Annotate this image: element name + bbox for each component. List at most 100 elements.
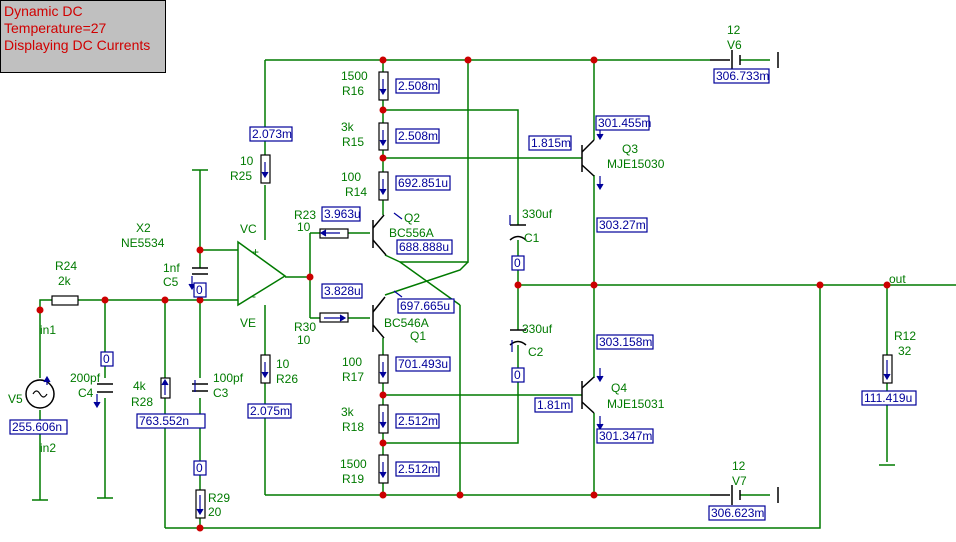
value-c2: 330uf	[522, 322, 553, 336]
label-c2: C2	[528, 345, 544, 359]
readout-value-r14: 692.851u	[398, 176, 448, 190]
readout-c2: 0	[511, 367, 525, 383]
readout-q3b: 1.815m	[528, 135, 572, 151]
readout-r15: 2.508m	[395, 128, 440, 144]
value-v6: 12	[727, 23, 741, 37]
voltage-sources[interactable]	[25, 50, 741, 505]
label-v7: V7	[732, 474, 747, 488]
readout-value-r19: 2.512m	[398, 462, 438, 476]
readout-q1: 697.665u	[397, 298, 455, 314]
status-temperature: Temperature=27	[4, 20, 107, 36]
readout-v5: 255.606n	[9, 419, 68, 435]
value-v7: 12	[732, 459, 746, 473]
junction-dots	[36, 56, 891, 532]
readout-r18: 2.512m	[395, 413, 440, 429]
value-c3: 100pf	[213, 371, 244, 385]
transistors[interactable]	[372, 139, 595, 414]
capacitor-c5	[192, 267, 208, 275]
readout-value-q3e: 303.27m	[599, 218, 646, 232]
readout-r16: 2.508m	[395, 78, 440, 94]
value-r24: 2k	[58, 274, 72, 288]
readout-q3e: 303.27m	[596, 217, 648, 233]
analysis-status-box: Dynamic DC Temperature=27 Displaying DC …	[0, 0, 166, 73]
value-q3: MJE15030	[607, 157, 665, 171]
readout-r23: 3.963u	[321, 206, 361, 222]
readout-r17: 701.493u	[395, 356, 451, 372]
label-out-node: out	[889, 272, 906, 286]
label-r28: R28	[131, 395, 153, 409]
label-q3: Q3	[622, 142, 638, 156]
value-x2: NE5534	[121, 236, 165, 250]
readout-value-r28: 763.552n	[139, 414, 189, 428]
label-v5: V5	[8, 392, 23, 406]
readout-value-c1: 0	[514, 256, 521, 270]
readout-r30: 3.828u	[321, 283, 363, 299]
value-q1: BC546A	[384, 316, 429, 330]
label-r24: R24	[55, 259, 77, 273]
label-r15: R15	[342, 135, 364, 149]
readout-c1: 0	[511, 255, 525, 271]
capacitor-c2	[509, 329, 527, 346]
readout-value-r25: 2.073m	[252, 127, 292, 141]
label-r17: R17	[342, 370, 364, 384]
status-mode: Dynamic DC	[4, 3, 83, 19]
value-r19: 1500	[340, 457, 367, 471]
readout-value-r16: 2.508m	[398, 79, 438, 93]
readout-q3c: 301.455m	[595, 115, 651, 131]
opamp-x2[interactable]: + -	[237, 240, 287, 307]
value-r30: 10	[297, 333, 311, 347]
label-vc: VC	[240, 222, 257, 236]
readout-r12: 111.419u	[861, 390, 917, 406]
readout-value-q3b: 1.815m	[531, 136, 571, 150]
readout-value-r30: 3.828u	[324, 284, 361, 298]
value-c1: 330uf	[522, 207, 553, 221]
label-r12: R12	[894, 329, 916, 343]
value-c5: 1nf	[163, 261, 180, 275]
readout-c5: 0	[193, 282, 207, 298]
label-c3: C3	[213, 386, 229, 400]
capacitor-c1	[509, 224, 527, 241]
value-r29: 20	[208, 505, 222, 519]
resistors[interactable]	[51, 71, 893, 519]
readout-value-q4b: 1.81m	[537, 398, 570, 412]
label-r14: R14	[345, 185, 367, 199]
readout-v6: 306.733m	[713, 68, 770, 84]
label-in2: in2	[40, 441, 56, 455]
readout-q4b: 1.81m	[534, 397, 573, 413]
value-c4: 200pf	[70, 371, 101, 385]
readout-r19: 2.512m	[395, 461, 440, 477]
readout-r14: 692.851u	[395, 175, 451, 191]
readout-value-q2: 688.888u	[399, 240, 449, 254]
label-ve: VE	[240, 316, 256, 330]
readout-value-q1: 697.665u	[400, 299, 450, 313]
label-r19: R19	[342, 472, 364, 486]
status-display-mode: Displaying DC Currents	[4, 37, 151, 53]
value-q4: MJE15031	[607, 397, 665, 411]
label-r26: R26	[276, 372, 298, 386]
battery-v6	[710, 50, 741, 70]
label-x2: X2	[136, 221, 151, 235]
readout-value-c3: 0	[196, 461, 203, 475]
component-labels: R24 2k X2 NE5534 1nf C5 10 R25 VC VE 10 …	[8, 23, 916, 519]
readout-q2: 688.888u	[396, 239, 453, 255]
readout-value-r26: 2.075m	[250, 404, 290, 418]
capacitors[interactable]	[97, 224, 527, 393]
readout-value-c5: 0	[196, 283, 203, 297]
label-q4: Q4	[611, 381, 627, 395]
transistor-q1	[372, 296, 386, 339]
value-r28: 4k	[133, 379, 147, 393]
readout-value-r17: 701.493u	[398, 357, 448, 371]
value-r15: 3k	[341, 120, 355, 134]
label-r30: R30	[294, 320, 316, 334]
label-r16: R16	[342, 84, 364, 98]
readout-r28: 763.552n	[136, 413, 206, 429]
opamp-minus-sign: -	[252, 289, 256, 303]
capacitor-c4	[97, 383, 113, 393]
readout-value-r15: 2.508m	[398, 129, 438, 143]
readout-value-c2: 0	[514, 368, 521, 382]
label-v6: V6	[727, 38, 742, 52]
readout-r25: 2.073m	[249, 126, 293, 142]
value-r17: 100	[342, 355, 362, 369]
readout-value-q4c: 301.347m	[599, 429, 652, 443]
label-c4: C4	[78, 386, 94, 400]
